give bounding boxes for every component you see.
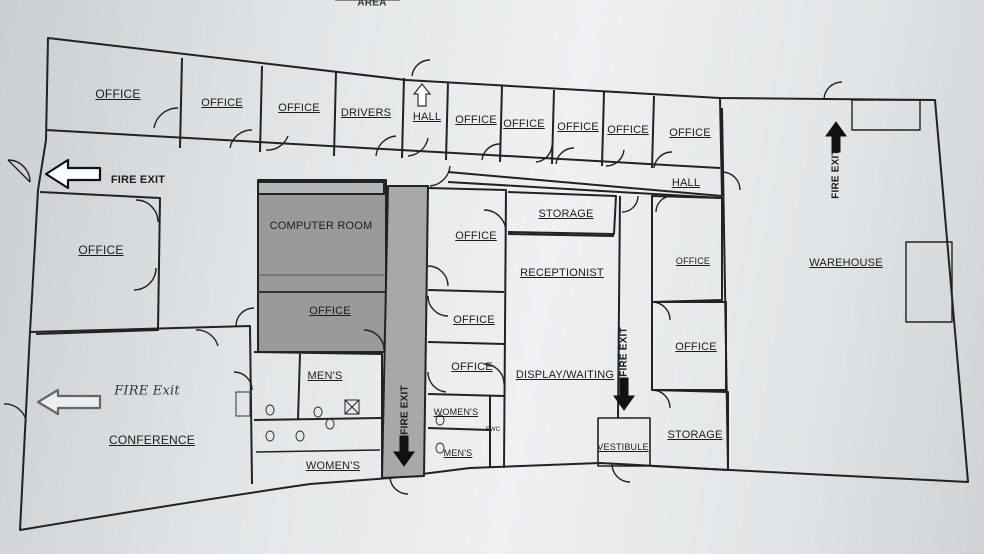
room-drivers: DRIVERS [340,107,392,119]
room-office-top-5: OFFICE [557,121,599,133]
fire-exit-conference: FIRE Exit [114,383,180,399]
room-office-mid-1: OFFICE [455,230,497,242]
room-office-mid-2: OFFICE [453,314,495,326]
outer-wall [19,37,969,531]
room-office-top-6: OFFICE [607,124,649,136]
room-conference: CONFERENCE [108,433,196,447]
room-vestibule: VESTIBULE [597,442,649,452]
west-office-walls [35,191,161,335]
ewc-label: EWC [485,427,501,433]
room-womens-left: WOMEN'S [305,460,361,472]
room-hall-right: HALL [671,177,701,189]
room-womens-right: WOMEN'S [433,407,479,417]
room-hall-top: HALL [412,111,442,123]
display-exit-arrow [613,377,635,411]
room-office-center: OFFICE [309,305,351,317]
room-office-east-1: OFFICE [675,256,711,266]
room-warehouse: WAREHOUSE [809,257,883,269]
room-office-west: OFFICE [78,243,124,257]
west-exit-arrow [44,158,102,190]
room-computer-room: COMPUTER ROOM [269,220,373,232]
fire-exit-west: FIRE EXIT [110,174,166,186]
room-receptionist: RECEPTIONIST [520,267,604,279]
north-row-wall [45,129,721,169]
warehouse-exit-arrow [825,121,847,153]
conference-exit-arrow [36,388,102,416]
room-office-top-4: OFFICE [503,118,545,130]
corridor-exit-arrow [393,435,415,467]
fire-exit-display: FIRE EXIT [618,327,630,377]
room-storage-top: STORAGE [538,208,594,220]
header-fragment: AREA [357,0,387,9]
room-office-mid-3: OFFICE [451,361,493,373]
room-mens-right: MEN'S [443,448,473,458]
room-office-top-2: OFFICE [278,102,320,114]
fire-exit-corridor: FIRE EXIT [399,385,411,435]
hall-up-arrow [412,83,432,107]
corridor-shade [381,185,429,479]
room-mens-left: MEN'S [307,370,343,382]
room-office-top-7: OFFICE [669,127,711,139]
room-display-waiting: DISPLAY/WAITING [515,369,615,381]
room-office-top-1: OFFICE [201,97,243,109]
room-storage-east: STORAGE [667,429,723,441]
fire-exit-warehouse: FIRE EXIT [830,149,842,199]
room-office-top-3: OFFICE [455,114,497,126]
room-office-east-2: OFFICE [675,341,717,353]
room-office-nw: OFFICE [95,87,141,101]
